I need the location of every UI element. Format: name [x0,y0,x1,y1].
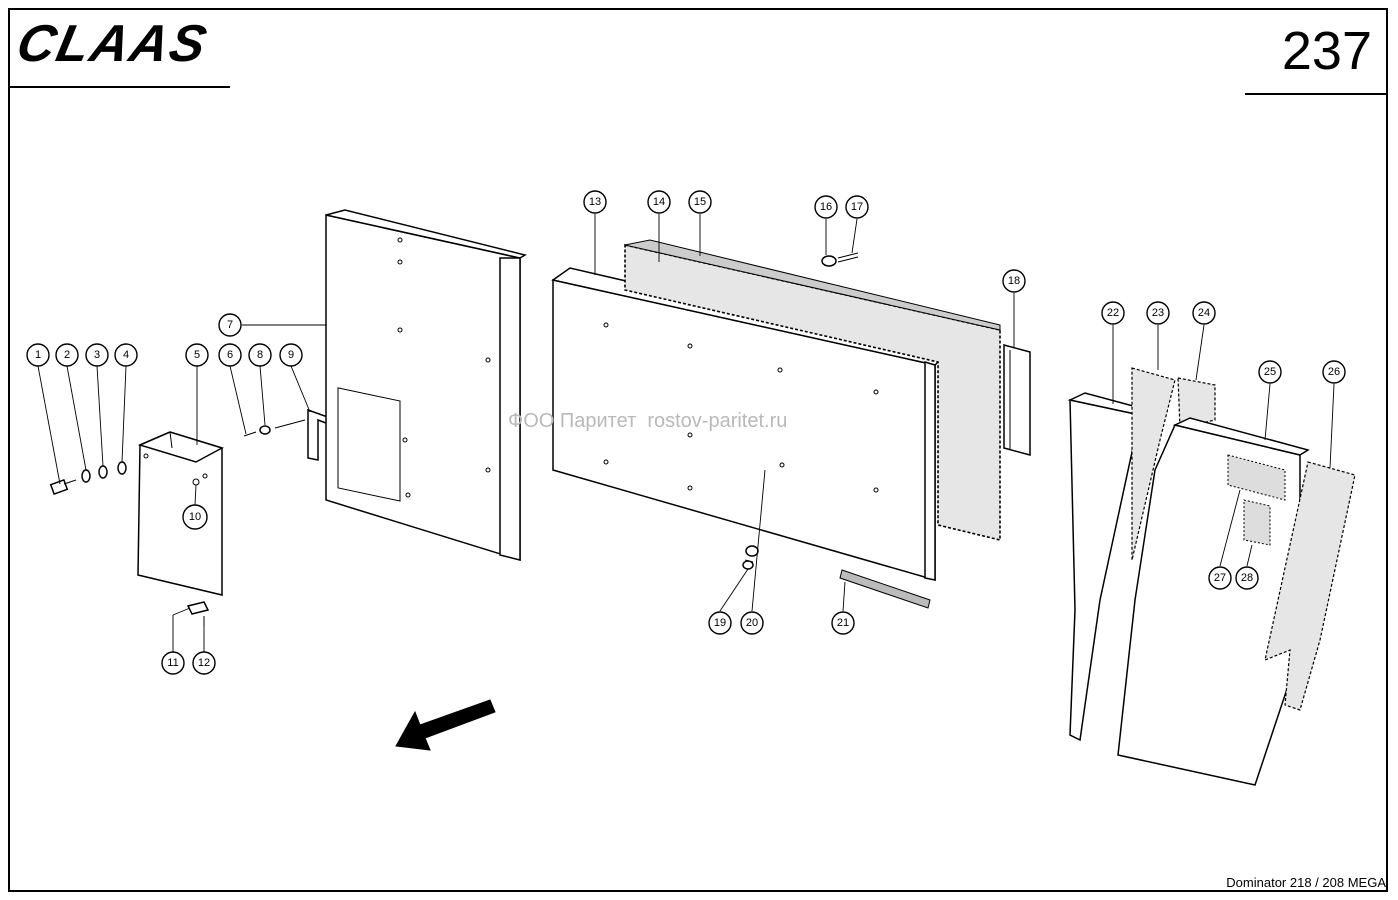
svg-text:4: 4 [123,349,129,361]
callout-14: 14 [647,190,671,214]
callout-28: 28 [1235,566,1259,590]
svg-text:27: 27 [1214,572,1226,584]
svg-text:10: 10 [189,511,201,523]
callout-5: 5 [185,343,209,367]
callout-21: 21 [831,611,855,635]
svg-text:23: 23 [1152,307,1164,319]
svg-text:3: 3 [94,349,100,361]
callout-26: 26 [1322,360,1346,384]
large-cover-panel [1117,417,1310,786]
direction-arrow [395,699,496,751]
callout-6: 6 [218,343,242,367]
bolt-and-washers [49,461,127,496]
callout-17: 17 [845,195,869,219]
callout-22: 22 [1101,301,1125,325]
svg-text:15: 15 [694,196,706,208]
callout-7: 7 [218,313,242,337]
foam-insulation-mat [624,239,1001,542]
callout-13: 13 [583,190,607,214]
callout-9: 9 [279,343,303,367]
model-caption: Dominator 218 / 208 MEGA [1226,875,1386,890]
svg-text:16: 16 [820,201,832,213]
page-number-underline [1245,93,1388,95]
callout-10: 10 [182,504,208,530]
svg-text:1: 1 [35,349,41,361]
rubber-strip [839,569,931,609]
callout-18: 18 [1002,269,1026,293]
callout-20: 20 [740,611,764,635]
screw-and-nut [742,545,759,570]
svg-text:2: 2 [64,349,70,361]
svg-text:21: 21 [837,617,849,629]
svg-text:19: 19 [714,617,726,629]
svg-text:26: 26 [1328,366,1340,378]
callout-12: 12 [192,651,216,675]
callout-3: 3 [85,343,109,367]
svg-text:12: 12 [198,657,210,669]
svg-text:8: 8 [257,349,263,361]
svg-text:6: 6 [227,349,233,361]
foam-edge-piece [1264,461,1356,711]
svg-text:13: 13 [589,196,601,208]
svg-text:5: 5 [194,349,200,361]
svg-text:11: 11 [167,657,178,669]
svg-text:24: 24 [1198,307,1210,319]
svg-text:22: 22 [1107,307,1119,319]
callout-8: 8 [248,343,272,367]
callout-25: 25 [1258,360,1282,384]
svg-text:25: 25 [1264,366,1276,378]
svg-text:7: 7 [227,319,233,331]
svg-text:9: 9 [288,349,294,361]
callout-23: 23 [1146,301,1170,325]
page-number: 237 [1281,21,1372,81]
svg-text:17: 17 [851,201,863,213]
washer-and-pin [821,252,859,267]
callout-4: 4 [114,343,138,367]
svg-text:20: 20 [746,617,758,629]
large-side-panel [325,209,527,562]
callout-19: 19 [708,611,732,635]
svg-text:14: 14 [653,196,665,208]
side-cover-plate [137,431,224,626]
rail-bracket [1003,344,1031,456]
svg-text:18: 18 [1008,275,1020,287]
callout-16: 16 [814,195,838,219]
foam-side-pieces [1131,367,1216,561]
watermark-text: ФОО Паритет rostov-paritet.ru [508,410,788,432]
logo-underline [8,86,230,88]
callout-27: 27 [1208,566,1232,590]
callout-15: 15 [688,190,712,214]
callout-11: 11 [161,651,185,675]
callout-1: 1 [26,343,50,367]
callout-24: 24 [1192,301,1216,325]
svg-text:28: 28 [1241,572,1253,584]
callout-2: 2 [55,343,79,367]
leader-lines [37,214,1335,652]
drawing-frame [8,8,1388,892]
